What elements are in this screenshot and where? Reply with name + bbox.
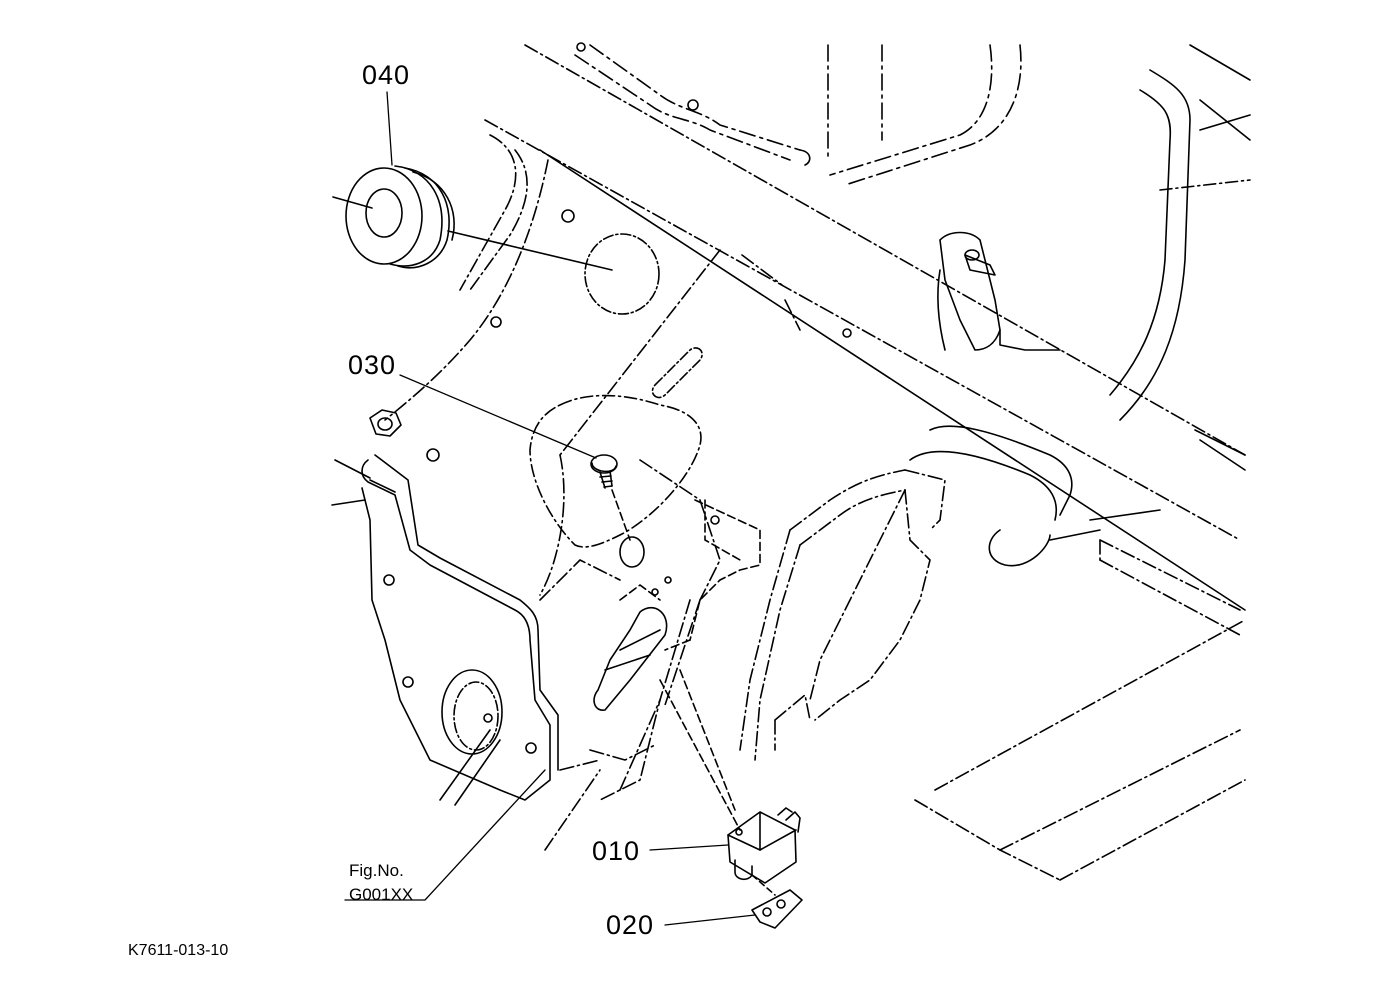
- side-plate: [384, 134, 801, 456]
- shield-plate: [529, 394, 702, 548]
- grommet-hole: [584, 233, 660, 315]
- slot: [651, 347, 703, 399]
- switch-bracket-inner: [619, 499, 761, 651]
- grommet-part-040: [332, 165, 455, 269]
- switch-bracket-front: [593, 606, 668, 711]
- screw-part-030: [590, 454, 618, 489]
- part-label-040: 040: [362, 60, 411, 90]
- part-label-010: 010: [592, 836, 641, 866]
- switch-part-010: [727, 807, 801, 884]
- lower-frame: [909, 425, 1161, 567]
- hex-nut: [369, 409, 402, 437]
- leader-lines: [344, 91, 756, 926]
- figure-caption-value: G001XX: [349, 885, 414, 904]
- plate-part-020: [751, 889, 803, 929]
- part-label-030: 030: [348, 350, 397, 380]
- bracket-plate: [361, 454, 559, 806]
- drawing-code: K7611-013-10: [128, 942, 229, 959]
- main-frame-beam: [484, 44, 1251, 611]
- part-label-020: 020: [606, 910, 655, 940]
- figure-caption-label: Fig.No.: [349, 861, 404, 880]
- lever-arm: [937, 231, 1061, 351]
- bracket-base: [539, 454, 721, 851]
- lower-pan: [739, 469, 1246, 881]
- upper-housing: [574, 44, 1022, 186]
